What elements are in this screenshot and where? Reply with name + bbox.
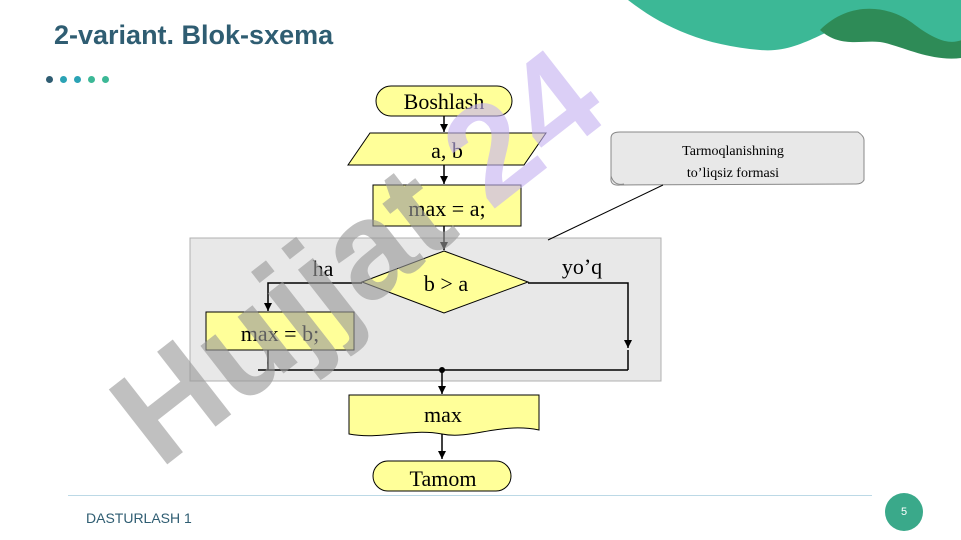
yes-label: ha xyxy=(313,256,334,281)
assign-max-a-label: max = a; xyxy=(408,196,485,221)
input-parallelogram xyxy=(347,132,547,166)
callout-box xyxy=(610,131,865,186)
accent-dot xyxy=(60,76,67,83)
callout-pointer xyxy=(547,184,664,241)
no-branch-line xyxy=(528,282,632,348)
callout-text-line1: Tarmoqlanishning xyxy=(682,144,784,159)
end-label: Tamom xyxy=(410,466,477,491)
callout-curl xyxy=(610,175,625,185)
accent-dot xyxy=(88,76,95,83)
assign-max-b-box xyxy=(205,311,355,351)
yes-branch-line xyxy=(264,282,362,311)
assign-max-b-label: max = b; xyxy=(241,321,319,346)
footer-text: DASTURLASH 1 xyxy=(86,510,192,526)
condition-label: b > a xyxy=(424,271,468,296)
decor-wave-green xyxy=(820,8,961,59)
assign-max-a-box xyxy=(372,184,522,227)
accent-dots xyxy=(46,76,109,83)
accent-dot xyxy=(102,76,109,83)
condition-diamond xyxy=(360,250,530,314)
accent-dot xyxy=(46,76,53,83)
end-terminator xyxy=(372,460,512,492)
page-number-badge: 5 xyxy=(885,493,923,531)
no-label: yo’q xyxy=(562,254,602,279)
accent-dot xyxy=(74,76,81,83)
input-label: a, b xyxy=(431,138,463,163)
callout-text-line2: to’liqsiz formasi xyxy=(687,166,779,181)
output-label: max xyxy=(424,402,462,427)
start-label: Boshlash xyxy=(404,89,485,114)
slide-title: 2-variant. Blok-sxema xyxy=(54,20,334,50)
footer-divider xyxy=(68,495,872,496)
